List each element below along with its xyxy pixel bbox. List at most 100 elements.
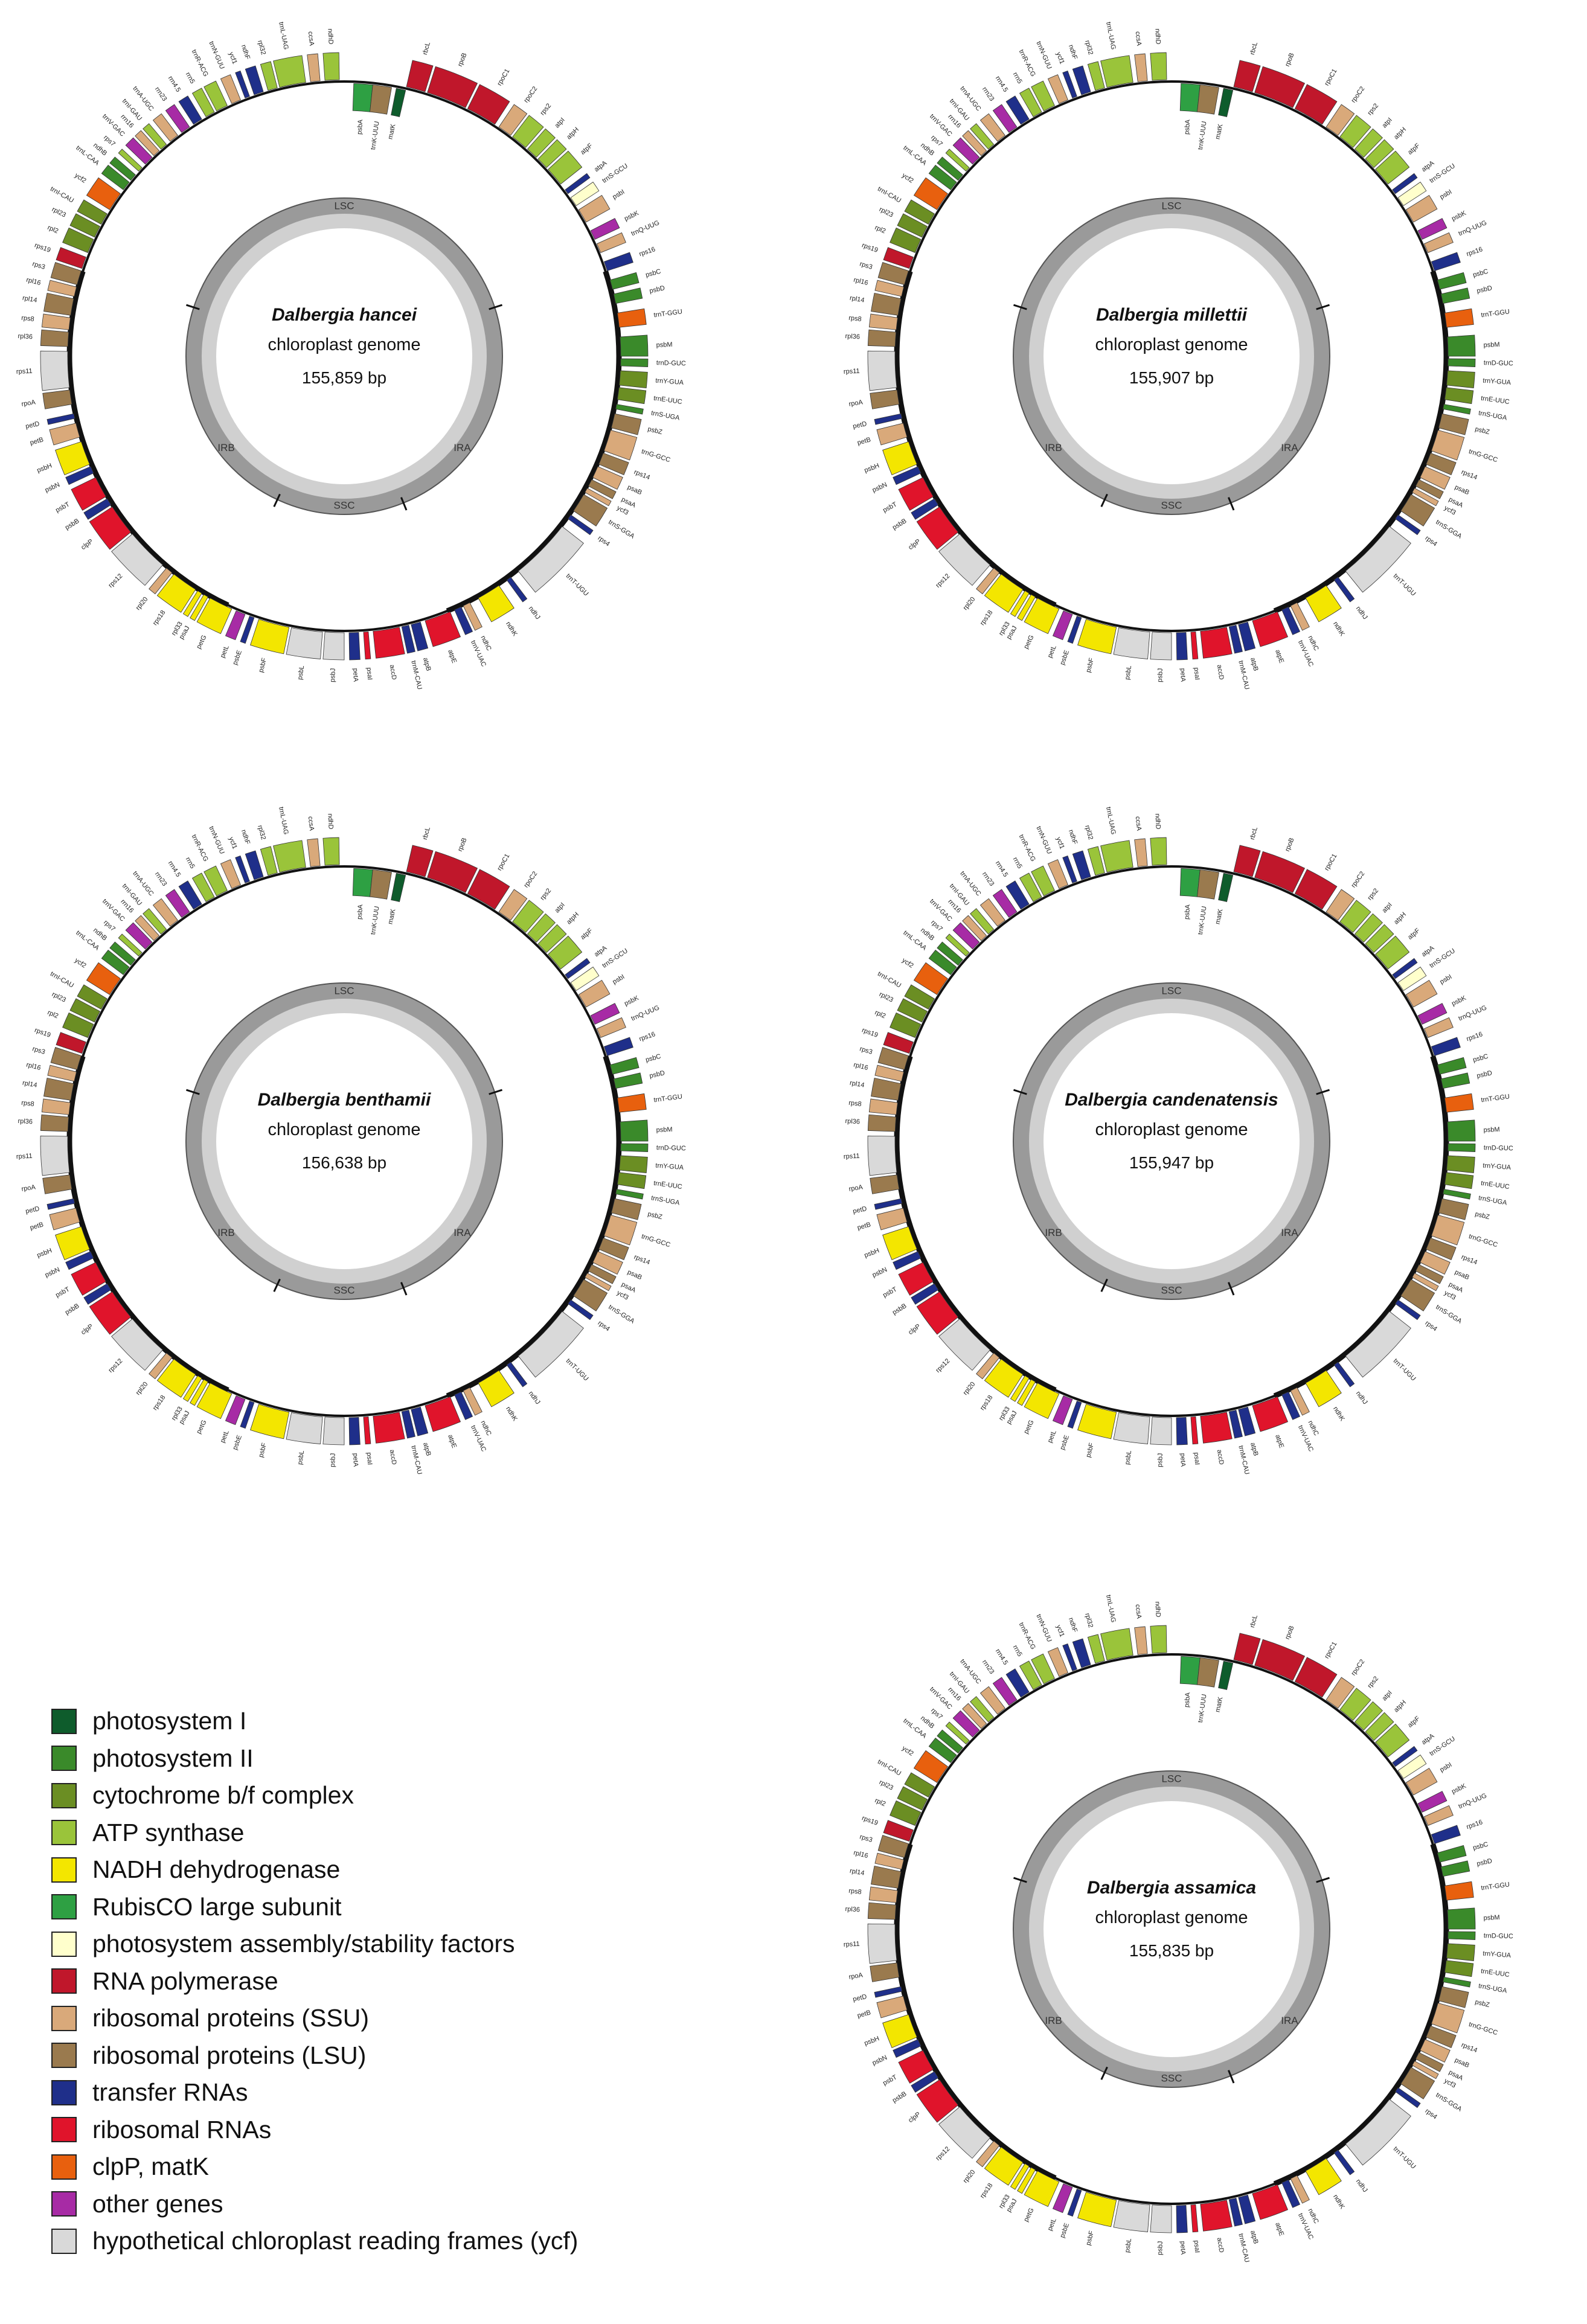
gene-label: psbK — [623, 210, 640, 223]
gene-block — [565, 958, 591, 979]
region-label-irb: IRB — [217, 1227, 234, 1238]
region-label-irb: IRB — [1045, 1227, 1062, 1238]
region-label-irb: IRB — [1045, 442, 1062, 453]
gene-block — [454, 1391, 473, 1420]
legend-item-rna-polymerase: RNA polymerase — [51, 1963, 776, 2000]
gene-label: rpoA — [848, 399, 864, 408]
gene-block — [1150, 1625, 1167, 1654]
gene-block — [1024, 598, 1060, 635]
gene-label: atpI — [1380, 1689, 1393, 1703]
gene-label: rrn23 — [153, 86, 168, 103]
gene-label: ndhD — [326, 28, 334, 45]
gene-block — [1345, 1311, 1411, 1378]
gene-block — [149, 1352, 173, 1380]
legend-item-ribosomal-ssu: ribosomal proteins (SSU) — [51, 2000, 776, 2037]
gene-block — [898, 1262, 934, 1296]
gene-label: matK — [1214, 1696, 1224, 1713]
region-boundary-irb — [185, 1089, 200, 1095]
legend-label: RNA polymerase — [92, 1967, 278, 1995]
gene-block — [1365, 1712, 1394, 1741]
gene-block — [890, 1012, 922, 1038]
gene-label: atpF — [1406, 142, 1422, 156]
region-boundary-ssc-end — [1100, 493, 1108, 507]
gene-label: ycf3 — [615, 504, 629, 516]
gene-label: rps14 — [633, 1253, 651, 1266]
gene-label: psbL — [297, 665, 306, 680]
gene-block — [1052, 1395, 1073, 1426]
gene-block — [111, 1318, 164, 1371]
gene-block — [373, 627, 405, 659]
region-boundary-irb — [185, 304, 200, 310]
gene-label: trnN-GUU — [1034, 825, 1053, 856]
gene-label: ndhC — [1306, 1420, 1319, 1437]
gene-block — [1400, 2067, 1435, 2099]
inverted-repeat-arc-b — [66, 1055, 229, 1393]
gene-block — [1405, 194, 1438, 223]
gene-label: rpl23 — [878, 1779, 894, 1792]
gene-label: ycf1 — [227, 836, 238, 850]
gene-block — [1228, 624, 1243, 654]
legend-swatch — [51, 2191, 77, 2217]
gene-label: atpH — [1393, 126, 1408, 141]
gene-label: trnK-UUU — [1197, 906, 1208, 935]
region-label-lsc: LSC — [1161, 200, 1181, 211]
legend-item-clpp-matk: clpP, matK — [51, 2148, 776, 2186]
gene-label: trnK-UUU — [370, 121, 381, 150]
gene-label: petA — [351, 1453, 359, 1467]
gene-block — [1397, 1754, 1427, 1779]
gene-label: trnI-CAU — [49, 970, 75, 990]
gene-label: atpH — [565, 911, 580, 926]
gene-label: psbH — [36, 1247, 53, 1259]
gene-block — [1333, 1362, 1355, 1388]
gene-label: psbT — [54, 1285, 71, 1299]
gene-block — [1294, 84, 1338, 125]
gene-block — [984, 574, 1024, 613]
gene-label: petA — [1179, 668, 1187, 682]
gene-block — [220, 859, 241, 889]
gene-block — [55, 441, 90, 476]
gene-label: trnI-CAU — [876, 1758, 902, 1778]
gene-label: rpl36 — [18, 1118, 33, 1125]
gene-block — [1440, 1860, 1470, 1877]
gene-label: rps14 — [1460, 1253, 1478, 1266]
gene-label: rpl23 — [878, 206, 894, 219]
gene-label: rrn5 — [1012, 856, 1024, 870]
gene-label: trnS-UGA — [650, 1194, 681, 1207]
gene-label: atpI — [1380, 901, 1393, 915]
gene-label: psbH — [864, 1247, 880, 1259]
gene-label: ccsA — [307, 816, 315, 831]
gene-label: trnR-ACG — [1018, 1621, 1037, 1651]
gene-label: psbZ — [1474, 426, 1490, 436]
legend-item-rubisco: RubisCO large subunit — [51, 1889, 776, 1926]
gene-label: atpI — [553, 901, 566, 915]
gene-label: rps3 — [859, 1045, 873, 1056]
gene-label: rps4 — [596, 534, 611, 548]
gene-label: psbH — [36, 462, 53, 474]
gene-label: psbC — [1472, 268, 1489, 279]
gene-block — [976, 568, 1000, 595]
gene-label: psbT — [882, 1285, 898, 1299]
gene-label: atpE — [1274, 649, 1285, 664]
gene-block — [1375, 1723, 1410, 1758]
gene-label: psbL — [1124, 2238, 1133, 2253]
gene-block — [363, 1416, 371, 1445]
gene-label: accD — [1216, 2237, 1225, 2253]
gene-block — [178, 880, 202, 910]
gene-block — [1150, 1416, 1172, 1445]
gene-block — [322, 52, 340, 81]
gene-label: rps11 — [844, 1153, 860, 1160]
gene-block — [565, 173, 591, 194]
gene-label: ndhF — [1067, 1617, 1079, 1634]
gene-block — [603, 1214, 638, 1246]
gene-label: rpl2 — [874, 224, 887, 235]
gene-block — [109, 941, 136, 966]
gene-label: rpl36 — [845, 1906, 860, 1913]
legend-label: other genes — [92, 2189, 223, 2218]
species-name: Dalbergia candenatensis — [1065, 1090, 1278, 1110]
gene-label: rpl16 — [853, 277, 869, 287]
gene-block — [125, 137, 153, 165]
gene-label: rpl20 — [962, 1381, 977, 1397]
gene-block — [401, 1409, 415, 1439]
